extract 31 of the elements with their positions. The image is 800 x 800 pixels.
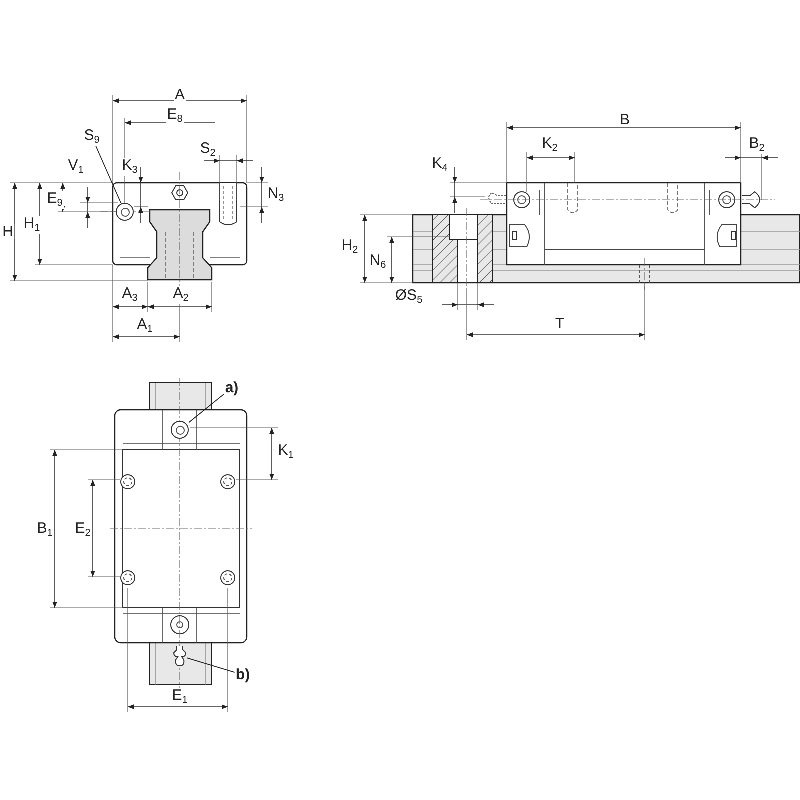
dimension-label: ØS$_{5}$: [394, 288, 424, 306]
dimension-label: E$_{9}$: [46, 191, 64, 209]
dimension-label: K$_{2}$: [541, 136, 559, 154]
dimension-label: K$_{1}$: [277, 443, 295, 461]
dimension-label: E$_{1}$: [171, 688, 189, 706]
dimension-label: A$_{3}$: [121, 286, 139, 304]
dimension-label: B: [619, 112, 631, 128]
dimension-label: V$_{1}$: [67, 158, 85, 176]
leader-line: [186, 658, 236, 673]
dimension-label: T: [554, 316, 566, 332]
dimension-label: N$_{3}$: [266, 186, 286, 204]
dimension-label: A$_{1}$: [136, 317, 154, 335]
dimension-label: A$_{2}$: [172, 286, 190, 304]
dimension-label: S$_{2}$: [199, 141, 217, 159]
dimension-label: B$_{2}$: [748, 136, 766, 154]
dimension-label: H: [2, 224, 14, 240]
dimension-label: K$_{4}$: [431, 156, 449, 174]
dimension-label: E$_{8}$: [166, 107, 184, 125]
dimension-label: N$_{6}$: [368, 253, 388, 271]
dimension-label: E$_{2}$: [74, 521, 92, 539]
dimension-label: B$_{1}$: [36, 521, 54, 539]
leader-line: [188, 394, 225, 424]
callout-letter: a): [224, 380, 240, 396]
dimension-label: K$_{3}$: [121, 158, 139, 176]
leader-line: [96, 146, 122, 204]
dimension-label: A: [174, 88, 186, 102]
dimension-label: H$_{2}$: [340, 238, 360, 256]
dimension-label: H$_{1}$: [22, 216, 42, 234]
grease-nipple-icon: [173, 646, 187, 666]
callout-letter: S$_{9}$: [83, 128, 101, 146]
callout-letter: b): [234, 668, 252, 682]
